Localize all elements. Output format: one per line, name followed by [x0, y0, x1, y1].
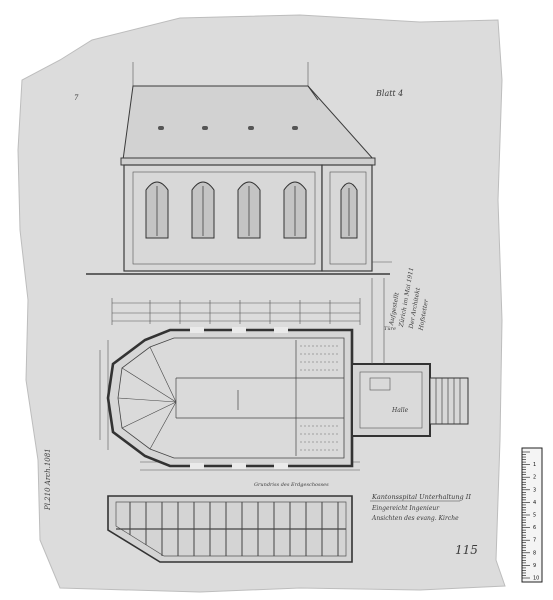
plan-annotation: Grundriss des Erdgeschosses — [254, 482, 329, 488]
ruler-label: 5 — [533, 513, 536, 519]
svg-text:Ansichten des evang. Kirche: Ansichten des evang. Kirche — [371, 515, 459, 522]
roof-framing-plan — [107, 495, 353, 563]
roof-vents — [158, 126, 298, 130]
ruler-label: 9 — [533, 563, 536, 569]
ruler-label: 1 — [533, 462, 536, 468]
title-block: Kantonsspital Unterhaltung II Eingereich… — [370, 493, 471, 522]
svg-text:Kantonsspital Unterhaltung II: Kantonsspital Unterhaltung II — [371, 493, 471, 501]
ruler-label: 10 — [533, 576, 539, 582]
ruler-label: 8 — [533, 550, 536, 556]
ruler-label: 6 — [533, 525, 536, 531]
hall-label: Halle — [391, 407, 409, 414]
pew-lines — [300, 345, 340, 451]
church-elevation — [86, 62, 392, 275]
ruler-label: 2 — [533, 475, 536, 481]
door-label: Türe — [384, 326, 396, 332]
ruler-labels: 1 2 3 4 5 6 7 8 9 10 — [533, 462, 539, 581]
corner-mark: 7 — [74, 94, 79, 102]
entrance-steps — [429, 377, 469, 425]
svg-text:Eingereicht Ingenieur: Eingereicht Ingenieur — [371, 505, 440, 512]
apse-radials — [117, 346, 177, 450]
archive-number: Pl.210 Arch.1081 — [44, 448, 52, 511]
page-number: 115 — [455, 543, 478, 557]
ruler-ticks — [522, 451, 530, 579]
dim-ticks-top — [149, 300, 331, 324]
ruler-label: 7 — [533, 538, 536, 544]
ruler-label: 4 — [533, 500, 536, 506]
sheet-label: Blatt 4 — [375, 89, 403, 98]
ruler-label: 3 — [533, 487, 536, 493]
floor-plan: Halle Türe — [99, 278, 469, 471]
measuring-ruler: 1 2 3 4 5 6 7 8 9 10 — [521, 447, 543, 583]
